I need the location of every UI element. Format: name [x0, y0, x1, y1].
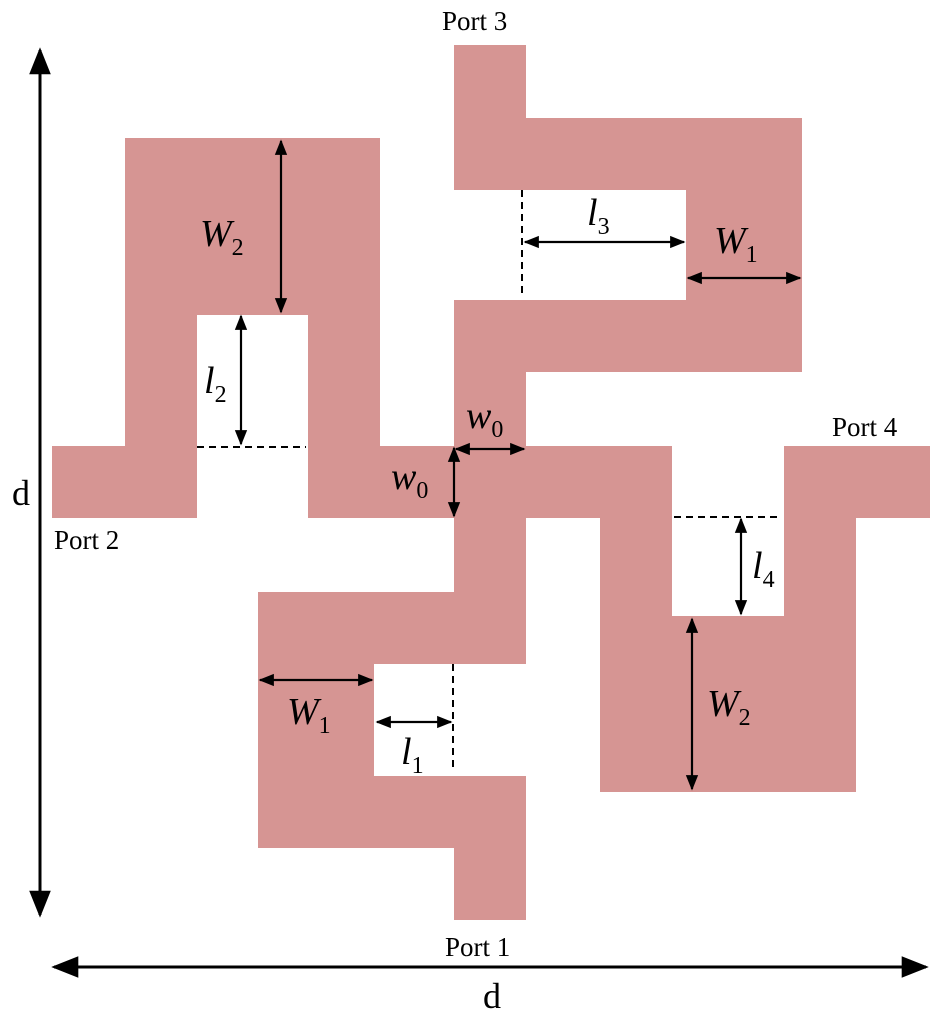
overall-dimensions: d d	[12, 47, 929, 1013]
label-l2: l2	[204, 360, 227, 408]
port-1-label: Port 1	[445, 932, 510, 962]
label-l1: l1	[401, 731, 424, 779]
label-w1-bottom: W1	[287, 691, 331, 739]
parameter-labels: W2 l2 l3 W1 w0 w0 l4 W2 W1 l1	[200, 192, 775, 779]
width-label: d	[483, 976, 501, 1013]
height-label: d	[12, 473, 30, 513]
parameter-arrows	[234, 139, 802, 791]
arm-port-2	[52, 138, 454, 518]
label-l3: l3	[587, 192, 610, 240]
arm-port-3	[454, 45, 802, 446]
dashed-guides	[197, 190, 782, 772]
label-w0-vertical: w0	[391, 456, 428, 504]
label-l4: l4	[752, 545, 775, 593]
label-w0-horizontal: w0	[466, 395, 503, 443]
label-w2-top: W2	[200, 213, 244, 261]
port-labels: Port 3 Port 2 Port 4 Port 1	[54, 6, 898, 962]
arm-port-1	[258, 518, 526, 920]
port-3-label: Port 3	[442, 6, 507, 36]
metal-structure	[52, 45, 930, 920]
arm-port-4	[526, 446, 930, 792]
label-w1-top: W1	[714, 220, 758, 268]
port-2-label: Port 2	[54, 525, 119, 555]
label-w2-bottom: W2	[707, 683, 751, 731]
port-4-label: Port 4	[832, 412, 898, 442]
center-junction	[454, 446, 526, 518]
